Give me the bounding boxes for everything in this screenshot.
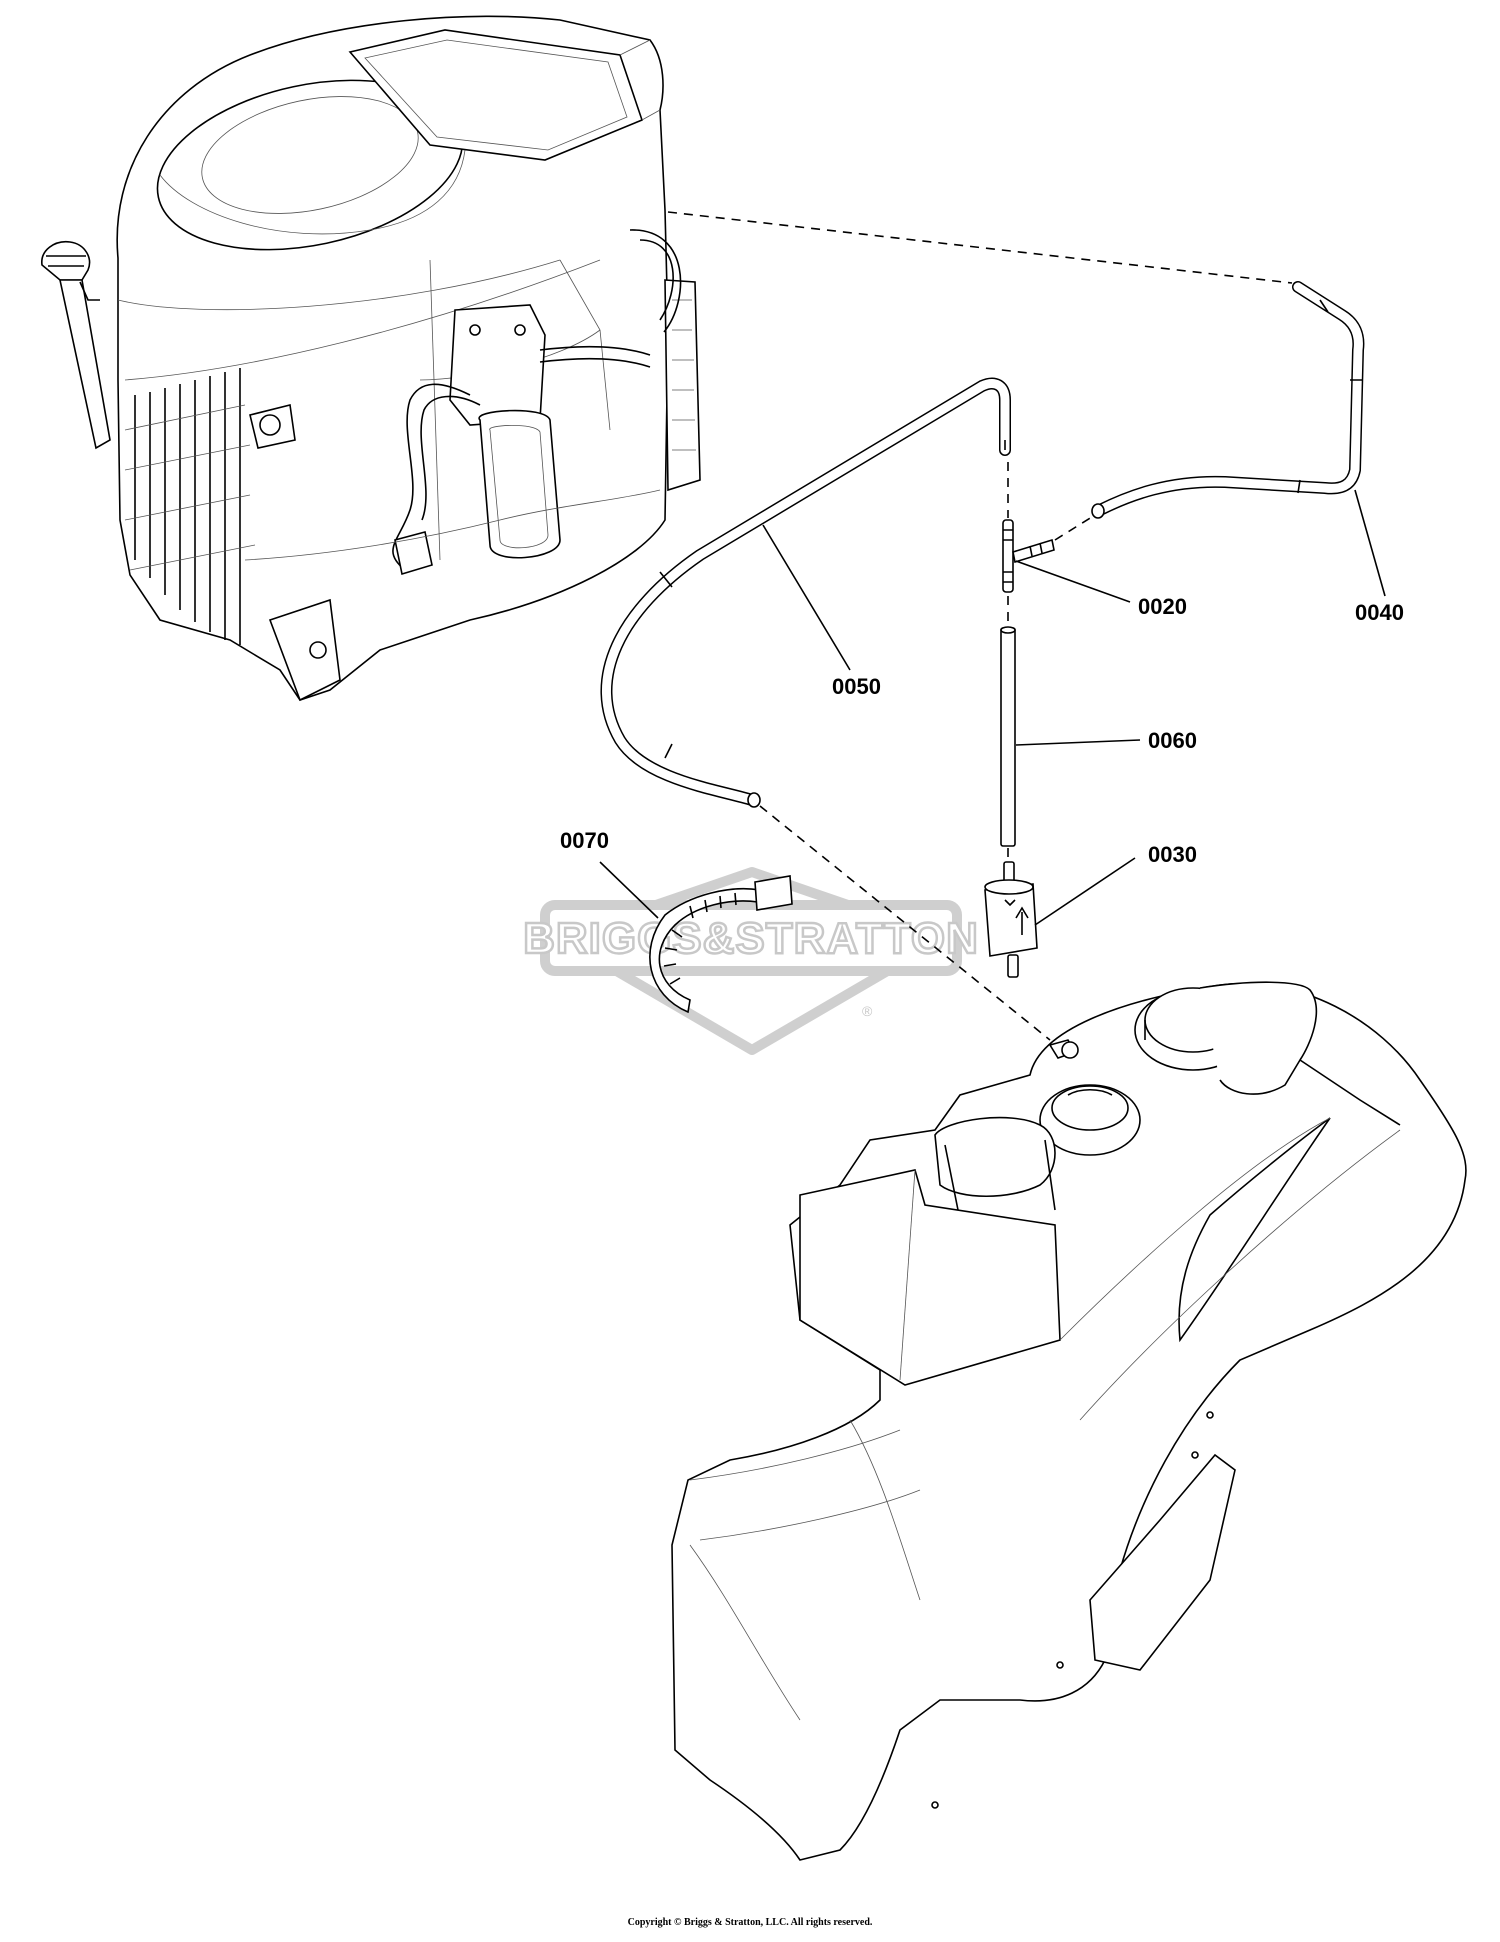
fuel-filter-0030 xyxy=(984,861,1038,978)
callout-0070: 0070 xyxy=(560,828,609,853)
brand-watermark: BRIGGS&STRATTON ® xyxy=(522,867,979,1055)
cable-tie-0070 xyxy=(649,875,793,1014)
alignment-lines xyxy=(667,211,1293,1041)
fuel-hose-0060 xyxy=(1000,626,1016,847)
cooling-fins xyxy=(124,368,256,645)
watermark-registered-mark: ® xyxy=(862,1003,873,1019)
tee-fitting-0020 xyxy=(1002,519,1055,593)
watermark-brand-text: BRIGGS&STRATTON xyxy=(523,914,979,963)
fuel-hose-0040 xyxy=(1091,281,1365,519)
fuel-tank xyxy=(671,981,1467,1861)
callout-0040: 0040 xyxy=(1355,600,1404,625)
copyright-footer: Copyright © Briggs & Stratton, LLC. All … xyxy=(627,1917,873,1928)
fuel-pump xyxy=(449,304,651,426)
callout-0020: 0020 xyxy=(1138,594,1187,619)
leader-lines xyxy=(599,489,1386,926)
fuel-hose-0050 xyxy=(600,377,1011,808)
callout-0030: 0030 xyxy=(1148,842,1197,867)
callout-0060: 0060 xyxy=(1148,728,1197,753)
callout-0050: 0050 xyxy=(832,674,881,699)
engine-assembly xyxy=(41,15,701,702)
